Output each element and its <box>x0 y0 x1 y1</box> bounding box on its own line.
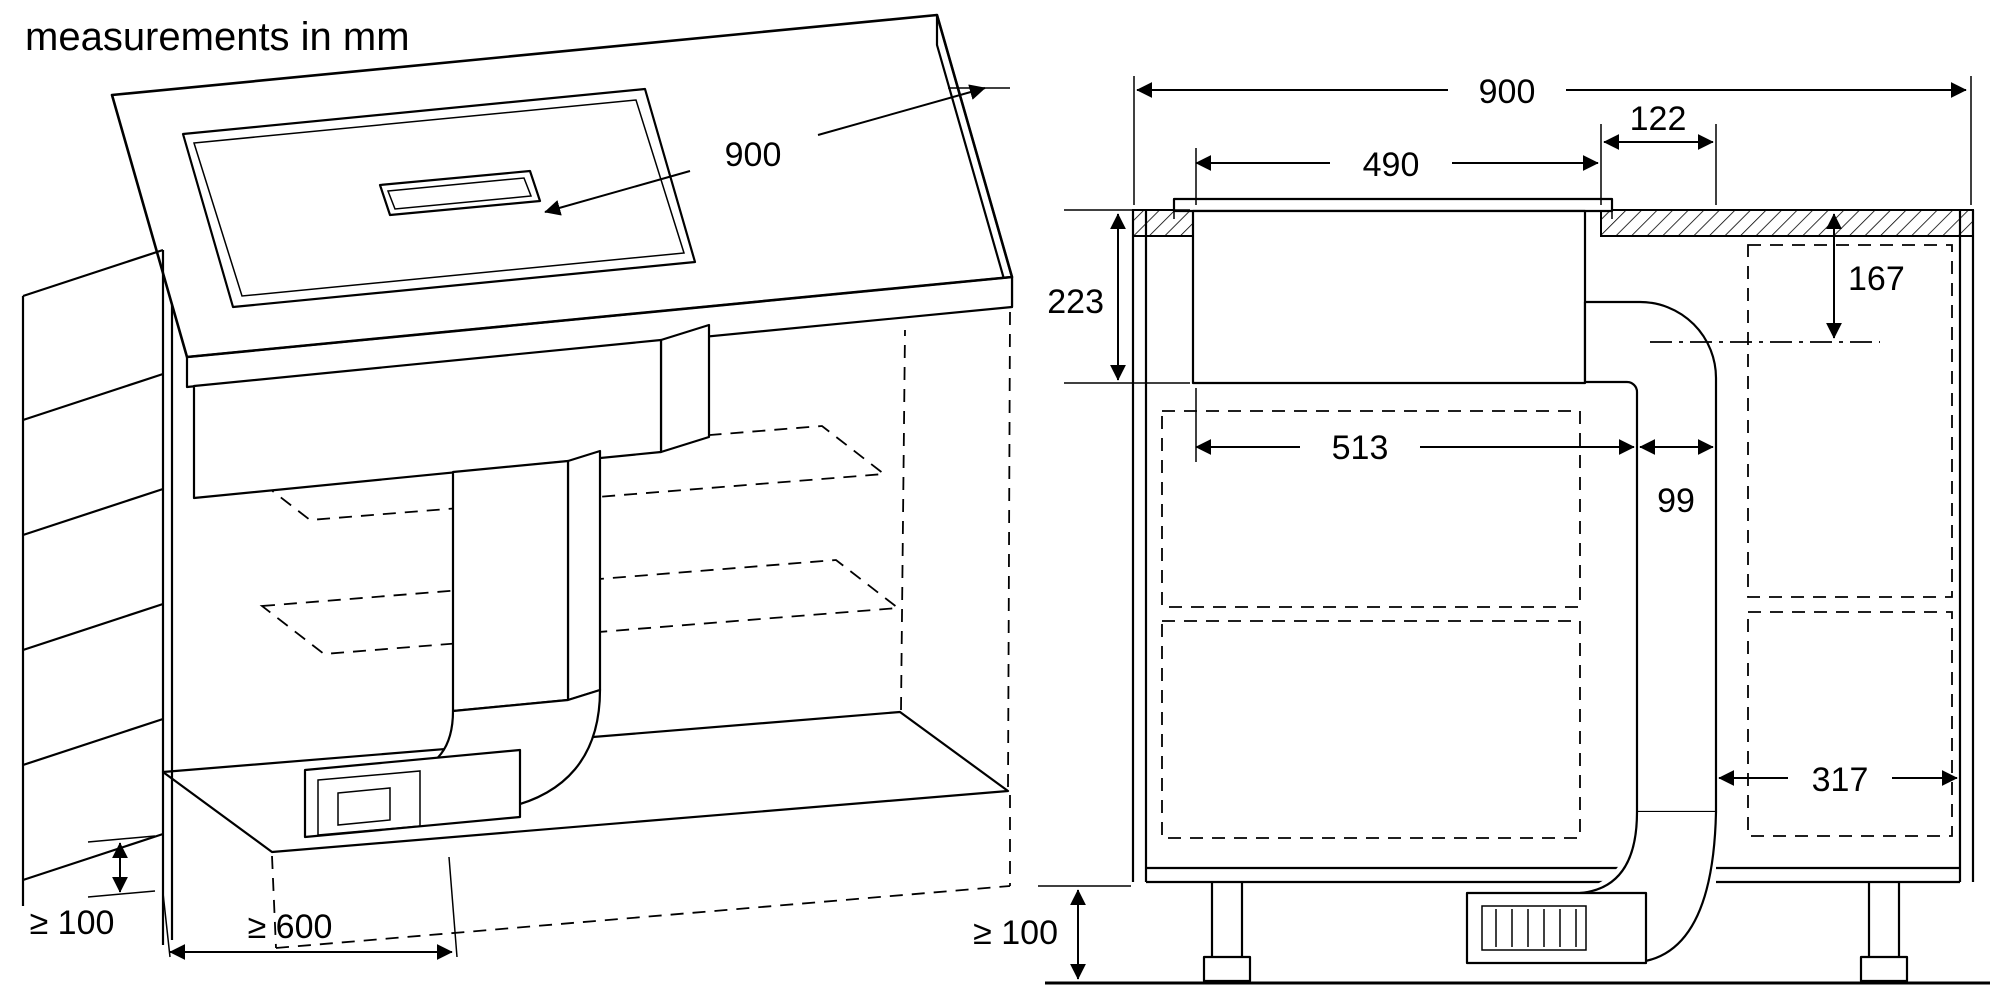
isometric-view: 900 ≥ 100 ≥ 600 <box>21 13 1014 960</box>
sec-dim-490-label: 490 <box>1363 146 1420 184</box>
hob-body <box>1191 209 1587 385</box>
sec-dim-122-label: 122 <box>1630 100 1687 138</box>
sec-dim-min100-label: ≥ 100 <box>973 914 1058 952</box>
sec-dim-900-label: 900 <box>1479 73 1536 111</box>
sec-dim-min100: ≥ 100 <box>973 889 1086 980</box>
duct-front-face <box>451 459 570 713</box>
iso-dim-900: 900 <box>544 84 1010 216</box>
vent-grille-icon <box>378 169 542 217</box>
sec-dim-223-label: 223 <box>1047 283 1104 321</box>
hidden-drawer <box>1747 244 1953 598</box>
hidden-drawer <box>1747 611 1953 837</box>
page-title: measurements in mm <box>25 15 410 59</box>
vent-grille-inner <box>386 177 533 210</box>
dim-ext <box>87 835 156 843</box>
worktop <box>110 13 1014 389</box>
vertical-duct <box>451 449 602 713</box>
hidden-drawer <box>1161 410 1581 608</box>
flat-duct-mouth <box>317 770 421 836</box>
drawer-divider <box>22 372 164 422</box>
sec-dim-122: 122 <box>1603 100 1714 150</box>
sec-dim-99-label: 99 <box>1657 482 1695 520</box>
blower-louvres <box>1495 909 1577 947</box>
hidden-drawers <box>1161 244 1953 839</box>
dim-ext <box>87 890 156 898</box>
sec-dim-900: 900 <box>1136 73 1967 111</box>
floor-duct <box>303 688 602 839</box>
sec-dim-167: 167 <box>1826 213 1905 339</box>
drawer-divider <box>22 717 164 767</box>
drawer-bottom-edge <box>22 832 164 882</box>
hidden-shelf-lower <box>259 559 901 655</box>
right-foot <box>1859 955 1909 983</box>
housing-side-face <box>659 323 711 454</box>
iso-dim-min100-label: ≥ 100 <box>30 904 115 942</box>
housing-front-face <box>192 338 663 500</box>
duct-upper <box>1583 300 1718 814</box>
blower-grille <box>1481 905 1587 951</box>
dim-ext <box>448 856 458 958</box>
sec-dim-317: 317 <box>1718 761 1958 799</box>
sec-dim-513: 513 <box>1195 429 1635 467</box>
worktop-left-piece <box>1132 209 1194 237</box>
iso-dim-min600: ≥ 600 <box>162 856 458 960</box>
blower-unit <box>1465 891 1648 965</box>
sec-dim-167-label: 167 <box>1848 260 1905 298</box>
hob-surface <box>181 87 697 309</box>
sec-dim-490: 490 <box>1195 146 1599 184</box>
drawer-fronts <box>21 248 174 945</box>
sec-dim-99: 99 <box>1639 439 1714 520</box>
sec-dim-317-label: 317 <box>1812 761 1869 799</box>
flat-duct-body <box>303 748 522 839</box>
left-foot <box>1202 955 1252 983</box>
iso-dim-min600-label: ≥ 600 <box>248 908 333 946</box>
dim-leader-upper <box>817 84 986 136</box>
worktop-right-piece <box>1600 209 1974 237</box>
drawer-divider <box>22 602 164 652</box>
hidden-right-edge <box>1007 311 1011 789</box>
dim-leader-lower <box>544 170 691 216</box>
duct-elbow-outer <box>1639 811 1718 964</box>
worktop-section <box>1132 209 1974 237</box>
hob-glass <box>1172 197 1614 213</box>
iso-dim-min100: ≥ 100 <box>30 835 156 942</box>
left-leg <box>1210 882 1244 957</box>
right-leg <box>1867 882 1901 957</box>
duct-side-face <box>566 449 602 702</box>
duct-elbow-inner <box>1579 811 1639 895</box>
plinth <box>1045 882 1990 985</box>
sec-dim-513-label: 513 <box>1332 429 1389 467</box>
sec-dim-223: 223 <box>1047 213 1126 381</box>
hob-glass-edges <box>1173 211 1613 219</box>
dim-ext <box>162 892 171 958</box>
worktop-top-face <box>110 13 1014 359</box>
hidden-back-edge <box>900 329 906 711</box>
cross-section-view: 900 490 122 223 167 513 <box>973 73 1990 985</box>
hidden-plinth-left <box>271 855 277 949</box>
cabinet-carcass <box>1131 210 1975 884</box>
drawer-top-edge <box>22 248 164 298</box>
hob-outline <box>181 87 697 309</box>
flat-duct-flap <box>337 787 391 826</box>
drawer-divider <box>22 487 164 537</box>
hob-housing <box>192 323 711 500</box>
hob-section <box>1172 197 1614 385</box>
iso-dim-900-label: 900 <box>725 136 782 174</box>
hob-inner-outline <box>193 99 685 297</box>
duct-section <box>1465 300 1718 965</box>
hidden-drawer <box>1161 620 1581 839</box>
cabinet-floor-panel <box>161 710 1010 854</box>
hidden-plinth-front <box>275 885 1011 949</box>
